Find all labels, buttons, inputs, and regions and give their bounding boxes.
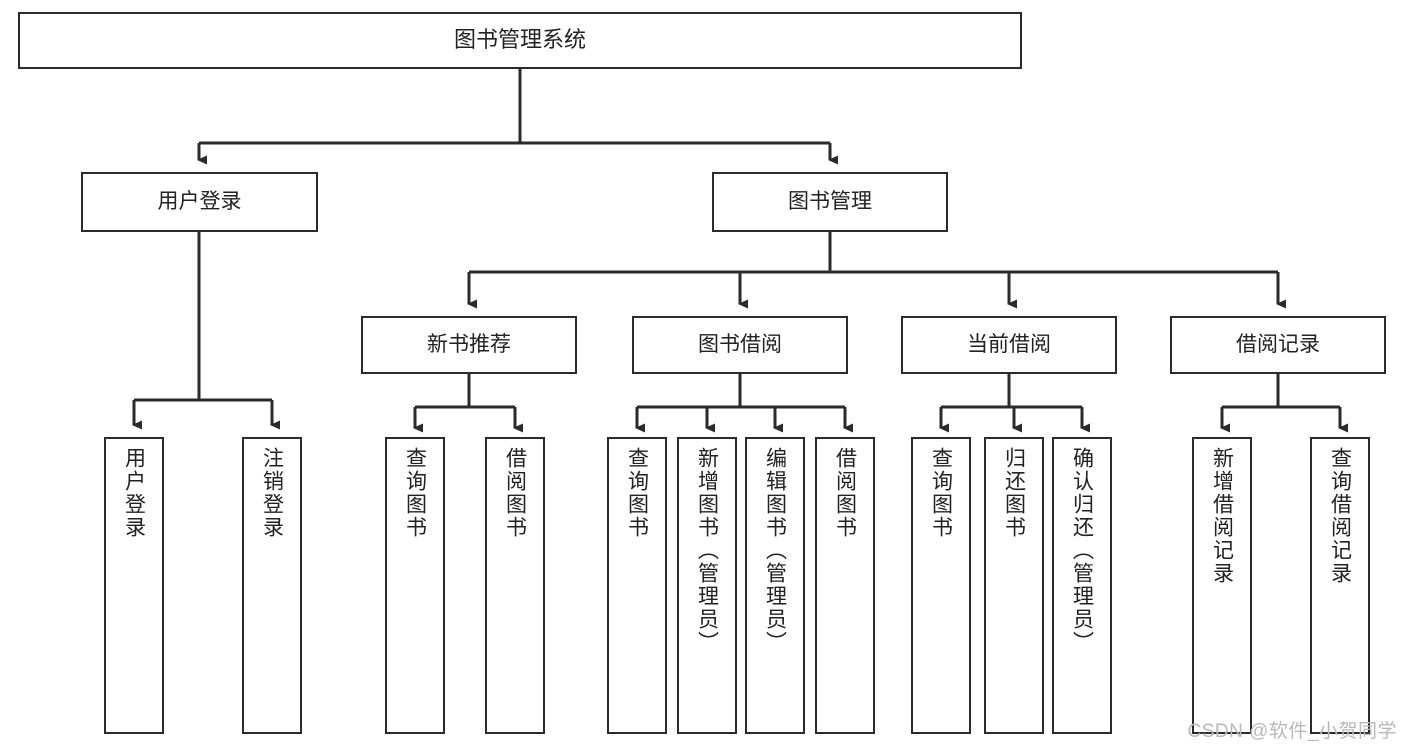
node-borrow-record-label: 借阅记录 (1236, 333, 1320, 357)
node-borrow-record[interactable]: 借阅记录 (1170, 316, 1386, 374)
node-new-book-rec-label: 新书推荐 (427, 333, 511, 357)
leaf-logout[interactable]: 注销登录 (242, 437, 302, 734)
leaf-logout-label: 注销登录 (260, 447, 284, 539)
leaf-add-record-label: 新增借阅记录 (1210, 447, 1234, 585)
node-user-login-label: 用户登录 (157, 190, 242, 214)
leaf-add-record[interactable]: 新增借阅记录 (1192, 437, 1252, 734)
leaf-query-book-2-label: 查询图书 (625, 447, 649, 539)
leaf-borrow-book-1[interactable]: 借阅图书 (485, 437, 545, 734)
leaf-query-book-3-label: 查询图书 (929, 447, 953, 539)
node-current-borrow-label: 当前借阅 (967, 333, 1051, 357)
node-book-manage[interactable]: 图书管理 (712, 172, 948, 232)
node-user-login[interactable]: 用户登录 (81, 172, 318, 232)
leaf-query-book-3[interactable]: 查询图书 (911, 437, 971, 734)
leaf-query-book-1-label: 查询图书 (403, 447, 427, 539)
leaf-add-book[interactable]: 新增图书（管理员） (677, 437, 737, 734)
leaf-edit-book[interactable]: 编辑图书（管理员） (745, 437, 805, 734)
leaf-user-login[interactable]: 用户登录 (104, 437, 164, 734)
leaf-add-book-label: 新增图书（管理员） (695, 447, 719, 654)
leaf-confirm-return-label: 确认归还（管理员） (1070, 447, 1094, 654)
leaf-query-book-1[interactable]: 查询图书 (385, 437, 445, 734)
leaf-return-book-label: 归还图书 (1002, 447, 1026, 539)
node-new-book-rec[interactable]: 新书推荐 (361, 316, 577, 374)
leaf-borrow-book-2-label: 借阅图书 (833, 447, 857, 539)
node-current-borrow[interactable]: 当前借阅 (901, 316, 1117, 374)
leaf-return-book[interactable]: 归还图书 (984, 437, 1044, 734)
leaf-borrow-book-2[interactable]: 借阅图书 (815, 437, 875, 734)
leaf-query-record-label: 查询借阅记录 (1328, 447, 1352, 585)
leaf-borrow-book-1-label: 借阅图书 (503, 447, 527, 539)
leaf-query-book-2[interactable]: 查询图书 (607, 437, 667, 734)
node-root-label: 图书管理系统 (453, 27, 586, 53)
node-book-borrow[interactable]: 图书借阅 (632, 316, 848, 374)
node-book-manage-label: 图书管理 (788, 190, 872, 214)
node-book-borrow-label: 图书借阅 (698, 333, 782, 357)
leaf-edit-book-label: 编辑图书（管理员） (763, 447, 787, 654)
leaf-user-login-label: 用户登录 (122, 447, 146, 539)
watermark-text: CSDN @软件_小贺同学 (1187, 721, 1397, 742)
leaf-query-record[interactable]: 查询借阅记录 (1310, 437, 1370, 734)
node-root[interactable]: 图书管理系统 (18, 12, 1022, 69)
leaf-confirm-return[interactable]: 确认归还（管理员） (1052, 437, 1112, 734)
